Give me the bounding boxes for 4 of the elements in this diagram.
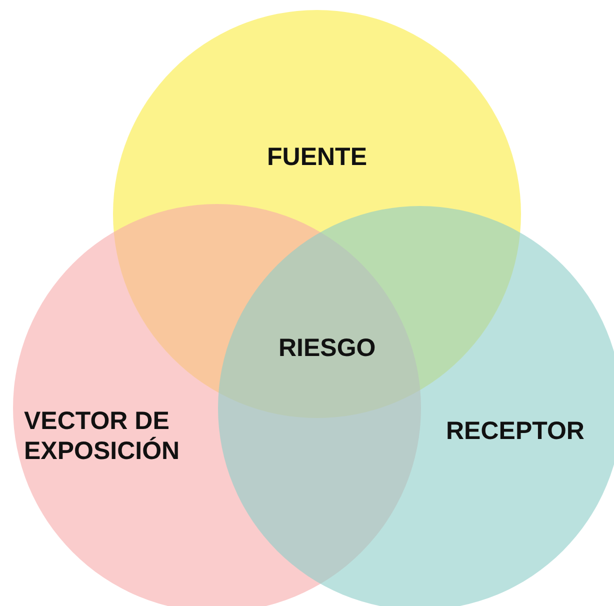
overlap-label: RIESGO <box>278 333 376 363</box>
circle-label: FUENTE <box>267 142 367 172</box>
circle-label: RECEPTOR <box>446 416 584 446</box>
circle-label: VECTOR DE EXPOSICIÓN <box>24 406 181 466</box>
